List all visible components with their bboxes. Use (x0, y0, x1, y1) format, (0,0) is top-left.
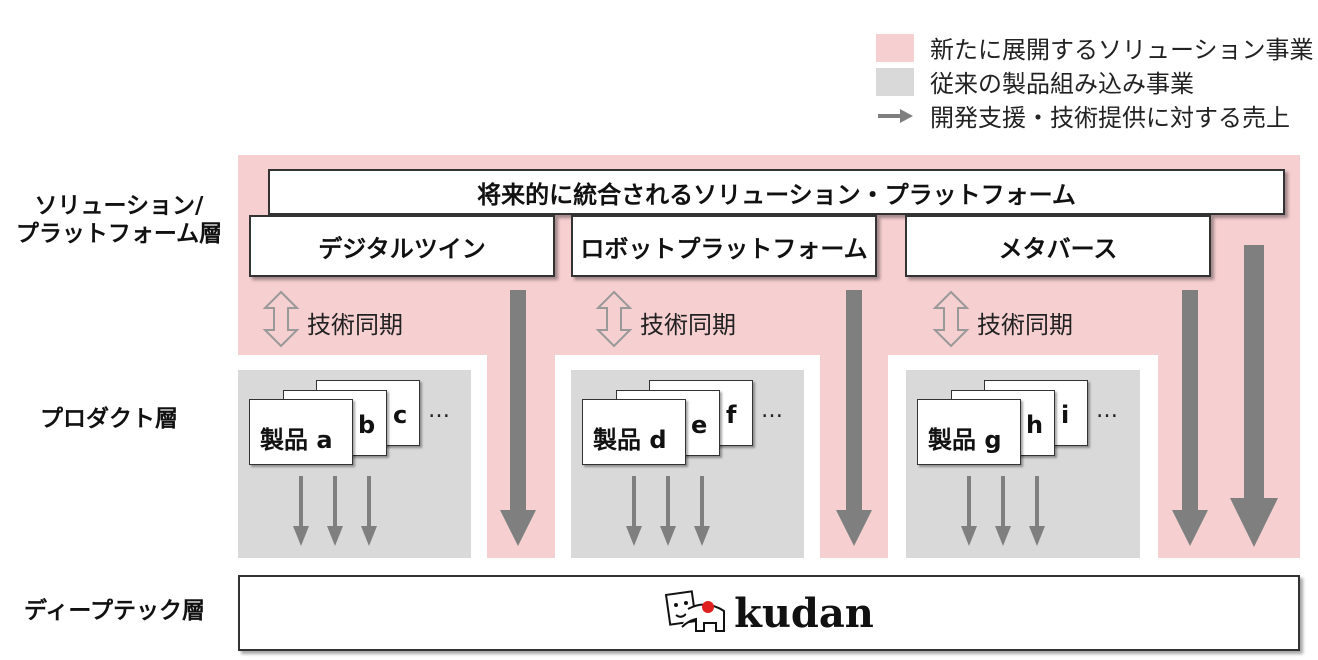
legend-item-new-solution: 新たに展開するソリューション事業 (876, 30, 1314, 65)
revenue-arrow-icon (500, 290, 536, 546)
sync-updown-arrow-icon (262, 290, 300, 348)
solution-label: メタバース (998, 234, 1118, 263)
integrated-platform-title: 将来的に統合されるソリューション・プラットフォーム (477, 180, 1076, 209)
deeptech-box: kudan (238, 575, 1300, 651)
product-card-label: b (358, 411, 376, 439)
product-card-label: 製品 a (260, 426, 333, 454)
legend-swatch-pink (876, 33, 914, 62)
platform-revenue-arrow-icon (1230, 245, 1278, 547)
product-card-front: 製品 a (249, 399, 353, 465)
legend-label: 開発支援・技術提供に対する売上 (930, 104, 1290, 132)
product-more-ellipsis: … (761, 398, 786, 423)
product-card-front: 製品 g (917, 399, 1021, 465)
revenue-arrow-icon (1172, 290, 1208, 546)
product-card-front: 製品 d (582, 399, 686, 465)
product-card-label: f (726, 401, 737, 429)
solution-label: ロボットプラットフォーム (580, 234, 868, 263)
legend-swatch-gray (876, 67, 914, 96)
kudan-logo: kudan (664, 590, 874, 637)
product-card-label: c (393, 401, 408, 429)
sync-updown-arrow-icon (595, 290, 633, 348)
sync-label: 技術同期 (307, 311, 403, 339)
product-more-ellipsis: … (428, 398, 453, 423)
sync-label: 技術同期 (977, 311, 1073, 339)
product-card-label: e (691, 411, 708, 439)
solution-box-digital-twin: デジタルツイン (249, 215, 555, 277)
solution-label: デジタルツイン (318, 234, 486, 263)
sync-updown-arrow-icon (932, 290, 970, 348)
layer-label-deeptech: ディープテック層 (24, 598, 206, 624)
product-card-label: 製品 d (593, 426, 667, 454)
integrated-platform-box: 将来的に統合されるソリューション・プラットフォーム (268, 169, 1285, 215)
legend-arrow-icon (878, 108, 913, 123)
sync-label: 技術同期 (640, 311, 736, 339)
product-arrows-icon (626, 476, 710, 546)
product-more-ellipsis: … (1096, 398, 1121, 423)
product-card-label: i (1061, 401, 1070, 429)
solution-box-robot-platform: ロボットプラットフォーム (571, 215, 877, 277)
revenue-arrow-icon (836, 290, 872, 546)
product-arrows-icon (293, 476, 377, 546)
legend-label: 従来の製品組み込み事業 (930, 70, 1194, 98)
product-arrows-icon (961, 476, 1045, 546)
logo-wordmark: kudan (734, 589, 874, 637)
solution-box-metaverse: メタバース (905, 215, 1211, 277)
legend-label: 新たに展開するソリューション事業 (930, 36, 1314, 64)
legend-item-revenue-arrow: 開発支援・技術提供に対する売上 (876, 98, 1290, 133)
layer-label-product: プロダクト層 (40, 406, 178, 432)
elephant-logo-icon (665, 590, 726, 632)
product-card-label: h (1026, 411, 1044, 439)
layer-label-solution: ソリューション/ プラットフォーム層 (15, 193, 223, 247)
legend-item-existing-product: 従来の製品組み込み事業 (876, 64, 1194, 99)
product-card-label: 製品 g (928, 426, 1002, 454)
